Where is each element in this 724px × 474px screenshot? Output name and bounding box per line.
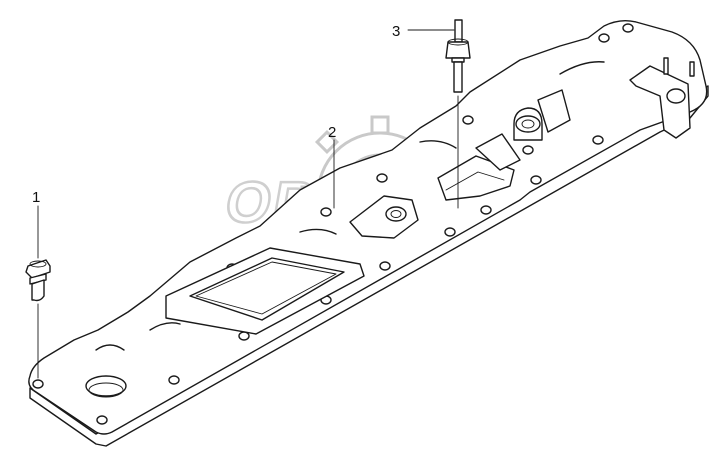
callout-label-2: 2 bbox=[328, 124, 336, 141]
callout-label-3: 3 bbox=[392, 23, 400, 40]
bolt-part-1 bbox=[25, 259, 51, 302]
leader-lines bbox=[37, 29, 459, 379]
callout-label-1: 1 bbox=[32, 189, 40, 206]
plate bbox=[28, 19, 709, 447]
bolt-part-3 bbox=[445, 19, 471, 93]
